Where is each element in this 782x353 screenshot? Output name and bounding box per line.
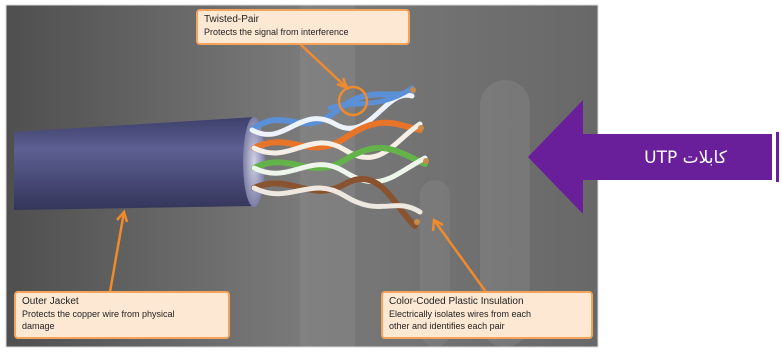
- outer-jacket-desc-line1: Protects the copper wire from physical: [22, 309, 175, 319]
- utp-banner-label: كابلات UTP: [644, 148, 727, 168]
- twist-highlight: [337, 85, 369, 117]
- callout-arrows: [108, 43, 488, 293]
- wire-pairs: [249, 85, 429, 229]
- utp-banner-arrow: [528, 100, 779, 214]
- twisted-pair-callout: Twisted-Pair Protects the signal from in…: [196, 9, 410, 45]
- insulation-title: Color-Coded Plastic Insulation: [389, 296, 524, 307]
- twisted-pair-title: Twisted-Pair: [204, 14, 260, 25]
- twisted-pair-desc: Protects the signal from interference: [204, 27, 349, 37]
- banner-end-bar: [776, 132, 779, 182]
- insulation-desc-line1: Electrically isolates wires from each: [389, 309, 532, 319]
- banner-arrow-shape: [528, 100, 772, 214]
- outer-jacket-title: Outer Jacket: [22, 296, 79, 307]
- outer-jacket: [14, 117, 262, 210]
- insulation-desc-line2: other and identifies each pair: [389, 321, 505, 331]
- outer-jacket-callout: Outer Jacket Protects the copper wire fr…: [14, 291, 230, 339]
- cable-figure: [5, 4, 599, 348]
- insulation-callout: Color-Coded Plastic Insulation Electrica…: [381, 291, 593, 339]
- outer-jacket-desc-line2: damage: [22, 321, 55, 331]
